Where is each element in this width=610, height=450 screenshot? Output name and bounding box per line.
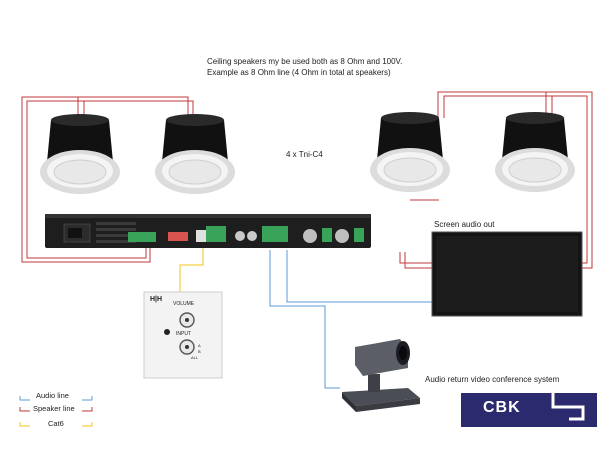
cbk-logo-text: CBK bbox=[483, 399, 521, 416]
screen-label: Screen audio out bbox=[434, 220, 495, 229]
ceiling-speaker-4 bbox=[495, 112, 575, 192]
note-line-1: Ceiling speakers my be used both as 8 Oh… bbox=[207, 57, 403, 66]
legend-lines bbox=[19, 396, 93, 427]
conference-camera bbox=[342, 339, 420, 412]
legend-speaker-line bbox=[19, 407, 93, 412]
legend-cat6-line bbox=[19, 422, 93, 427]
amplifier bbox=[45, 214, 371, 248]
cbk-logo bbox=[461, 393, 597, 427]
legend-audio-label: Audio line bbox=[36, 391, 69, 400]
ceiling-speaker-1 bbox=[40, 114, 120, 194]
audio-wiring bbox=[269, 250, 435, 389]
speaker-wiring bbox=[21, 91, 593, 269]
cat6-wiring bbox=[179, 248, 204, 292]
note-line-2: Example as 8 Ohm line (4 Ohm in total at… bbox=[207, 68, 391, 77]
legend-speaker-label: Speaker line bbox=[33, 404, 75, 413]
legend-audio-line bbox=[19, 396, 93, 401]
wallplate-input-b: B bbox=[198, 349, 201, 354]
wallplate-volume-label: VOLUME bbox=[173, 301, 195, 307]
wallplate-input-a: A bbox=[198, 343, 201, 348]
wallplate-input-all: ALL bbox=[191, 355, 199, 360]
camera-label: Audio return video conference system bbox=[425, 375, 560, 384]
legend-cat6-label: Cat6 bbox=[48, 419, 64, 428]
ceiling-speaker-3 bbox=[370, 112, 450, 192]
speaker-count-label: 4 x Tni-C4 bbox=[286, 150, 323, 159]
wallplate-input-label: INPUT bbox=[176, 331, 191, 337]
screen bbox=[431, 231, 583, 317]
wall-plate bbox=[143, 291, 223, 379]
ceiling-speaker-2 bbox=[155, 114, 235, 194]
wallplate-brand: H|H bbox=[150, 296, 163, 303]
